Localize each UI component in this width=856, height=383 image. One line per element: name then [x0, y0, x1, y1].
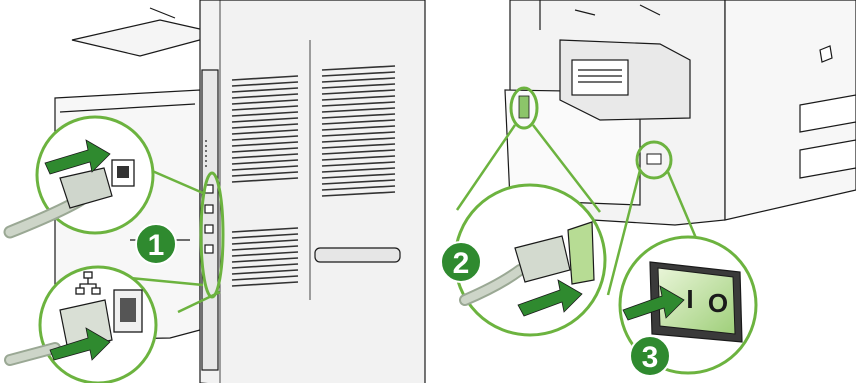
- step-2-badge: 2: [441, 242, 481, 282]
- usb-callout: [10, 117, 153, 233]
- step-1-number: 1: [148, 229, 165, 262]
- panel-handle: [315, 248, 400, 262]
- step-3-number: 3: [642, 341, 659, 374]
- step-1-badge: 1: [136, 224, 176, 264]
- switch-off-mark: O: [708, 288, 728, 318]
- step-3-badge: 3: [630, 336, 670, 376]
- step-2-number: 2: [453, 247, 470, 280]
- interface-strip: [202, 70, 218, 370]
- switch-on-mark: I: [686, 284, 693, 314]
- network-callout: [10, 267, 156, 383]
